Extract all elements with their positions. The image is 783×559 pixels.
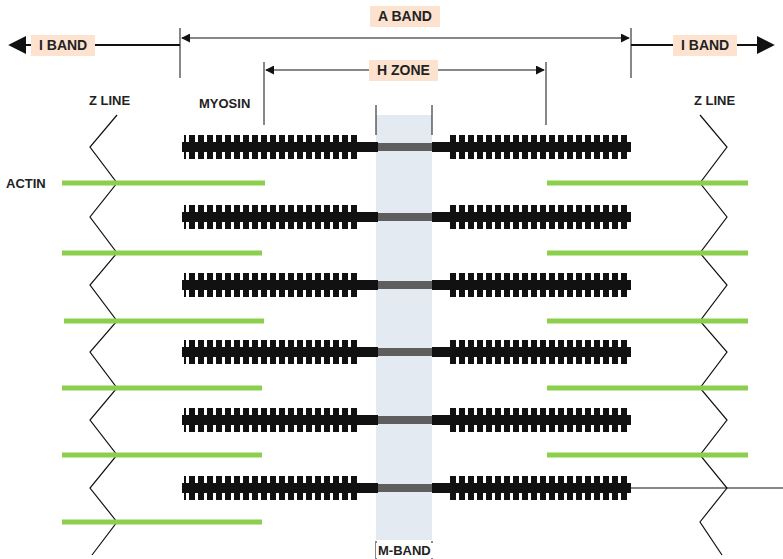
actin-filament	[64, 319, 264, 324]
part-label: Z LINE	[89, 93, 130, 108]
m-band-region	[376, 115, 432, 540]
part-label: ACTIN	[6, 176, 46, 191]
part-label: Z LINE	[694, 93, 735, 108]
band-label-box: I BAND	[31, 35, 95, 56]
m-band-segment	[378, 281, 432, 289]
actin-filament	[62, 386, 262, 391]
myosin-heads	[450, 135, 630, 159]
myosin-filament	[182, 135, 631, 159]
part-label-box: M-BAND	[376, 543, 433, 558]
myosin-filaments	[182, 135, 631, 500]
a-band-arrow	[182, 38, 629, 39]
m-band-segment	[378, 213, 432, 221]
myosin-heads	[184, 205, 360, 229]
actin-filament	[547, 181, 748, 186]
band-label: H ZONE	[377, 62, 430, 79]
myosin-heads	[184, 340, 360, 364]
part-label: M-BAND	[378, 543, 431, 558]
m-band-segment	[378, 348, 432, 356]
m-band-segment	[378, 143, 432, 151]
actin-filament	[62, 453, 262, 458]
myosin-filament	[182, 273, 631, 297]
myosin-heads	[450, 340, 630, 364]
m-band-tick	[376, 105, 377, 135]
myosin-heads	[184, 476, 360, 500]
myosin-filament	[182, 205, 631, 229]
band-label-box: H ZONE	[369, 60, 438, 81]
band-label-box: A BAND	[370, 6, 440, 27]
myosin-heads	[184, 135, 360, 159]
m-band-tick	[432, 105, 433, 135]
filament-line	[631, 487, 783, 488]
actin-filaments	[62, 183, 748, 522]
myosin-heads	[450, 408, 630, 432]
band-label: I BAND	[681, 37, 729, 54]
myosin-heads	[184, 273, 360, 297]
actin-filament	[547, 453, 748, 458]
part-label: MYOSIN	[199, 96, 250, 111]
part-label-box: MYOSIN	[197, 96, 252, 111]
actin-filament	[62, 181, 265, 186]
actin-filament	[62, 520, 262, 525]
band-label: A BAND	[378, 8, 432, 25]
m-band-segment	[378, 484, 432, 492]
band-tick	[180, 28, 181, 78]
actin-filament	[62, 251, 262, 256]
myosin-heads	[450, 476, 630, 500]
myosin-filament	[182, 408, 631, 432]
actin-filament	[547, 386, 748, 391]
band-tick	[264, 62, 265, 125]
actin-filament	[547, 251, 748, 256]
myosin-filament	[182, 340, 631, 364]
myosin-filament	[182, 476, 631, 500]
m-band-segment	[378, 416, 432, 424]
part-label-box: ACTIN	[4, 176, 48, 191]
band-tick	[631, 28, 632, 78]
band-label-box: I BAND	[673, 35, 737, 56]
band-label: I BAND	[39, 37, 87, 54]
myosin-heads	[450, 273, 630, 297]
myosin-heads	[184, 408, 360, 432]
part-label-box: Z LINE	[692, 93, 737, 108]
myosin-heads	[450, 205, 630, 229]
band-tick	[546, 62, 547, 125]
actin-filament	[547, 319, 748, 324]
part-label-box: Z LINE	[87, 93, 132, 108]
